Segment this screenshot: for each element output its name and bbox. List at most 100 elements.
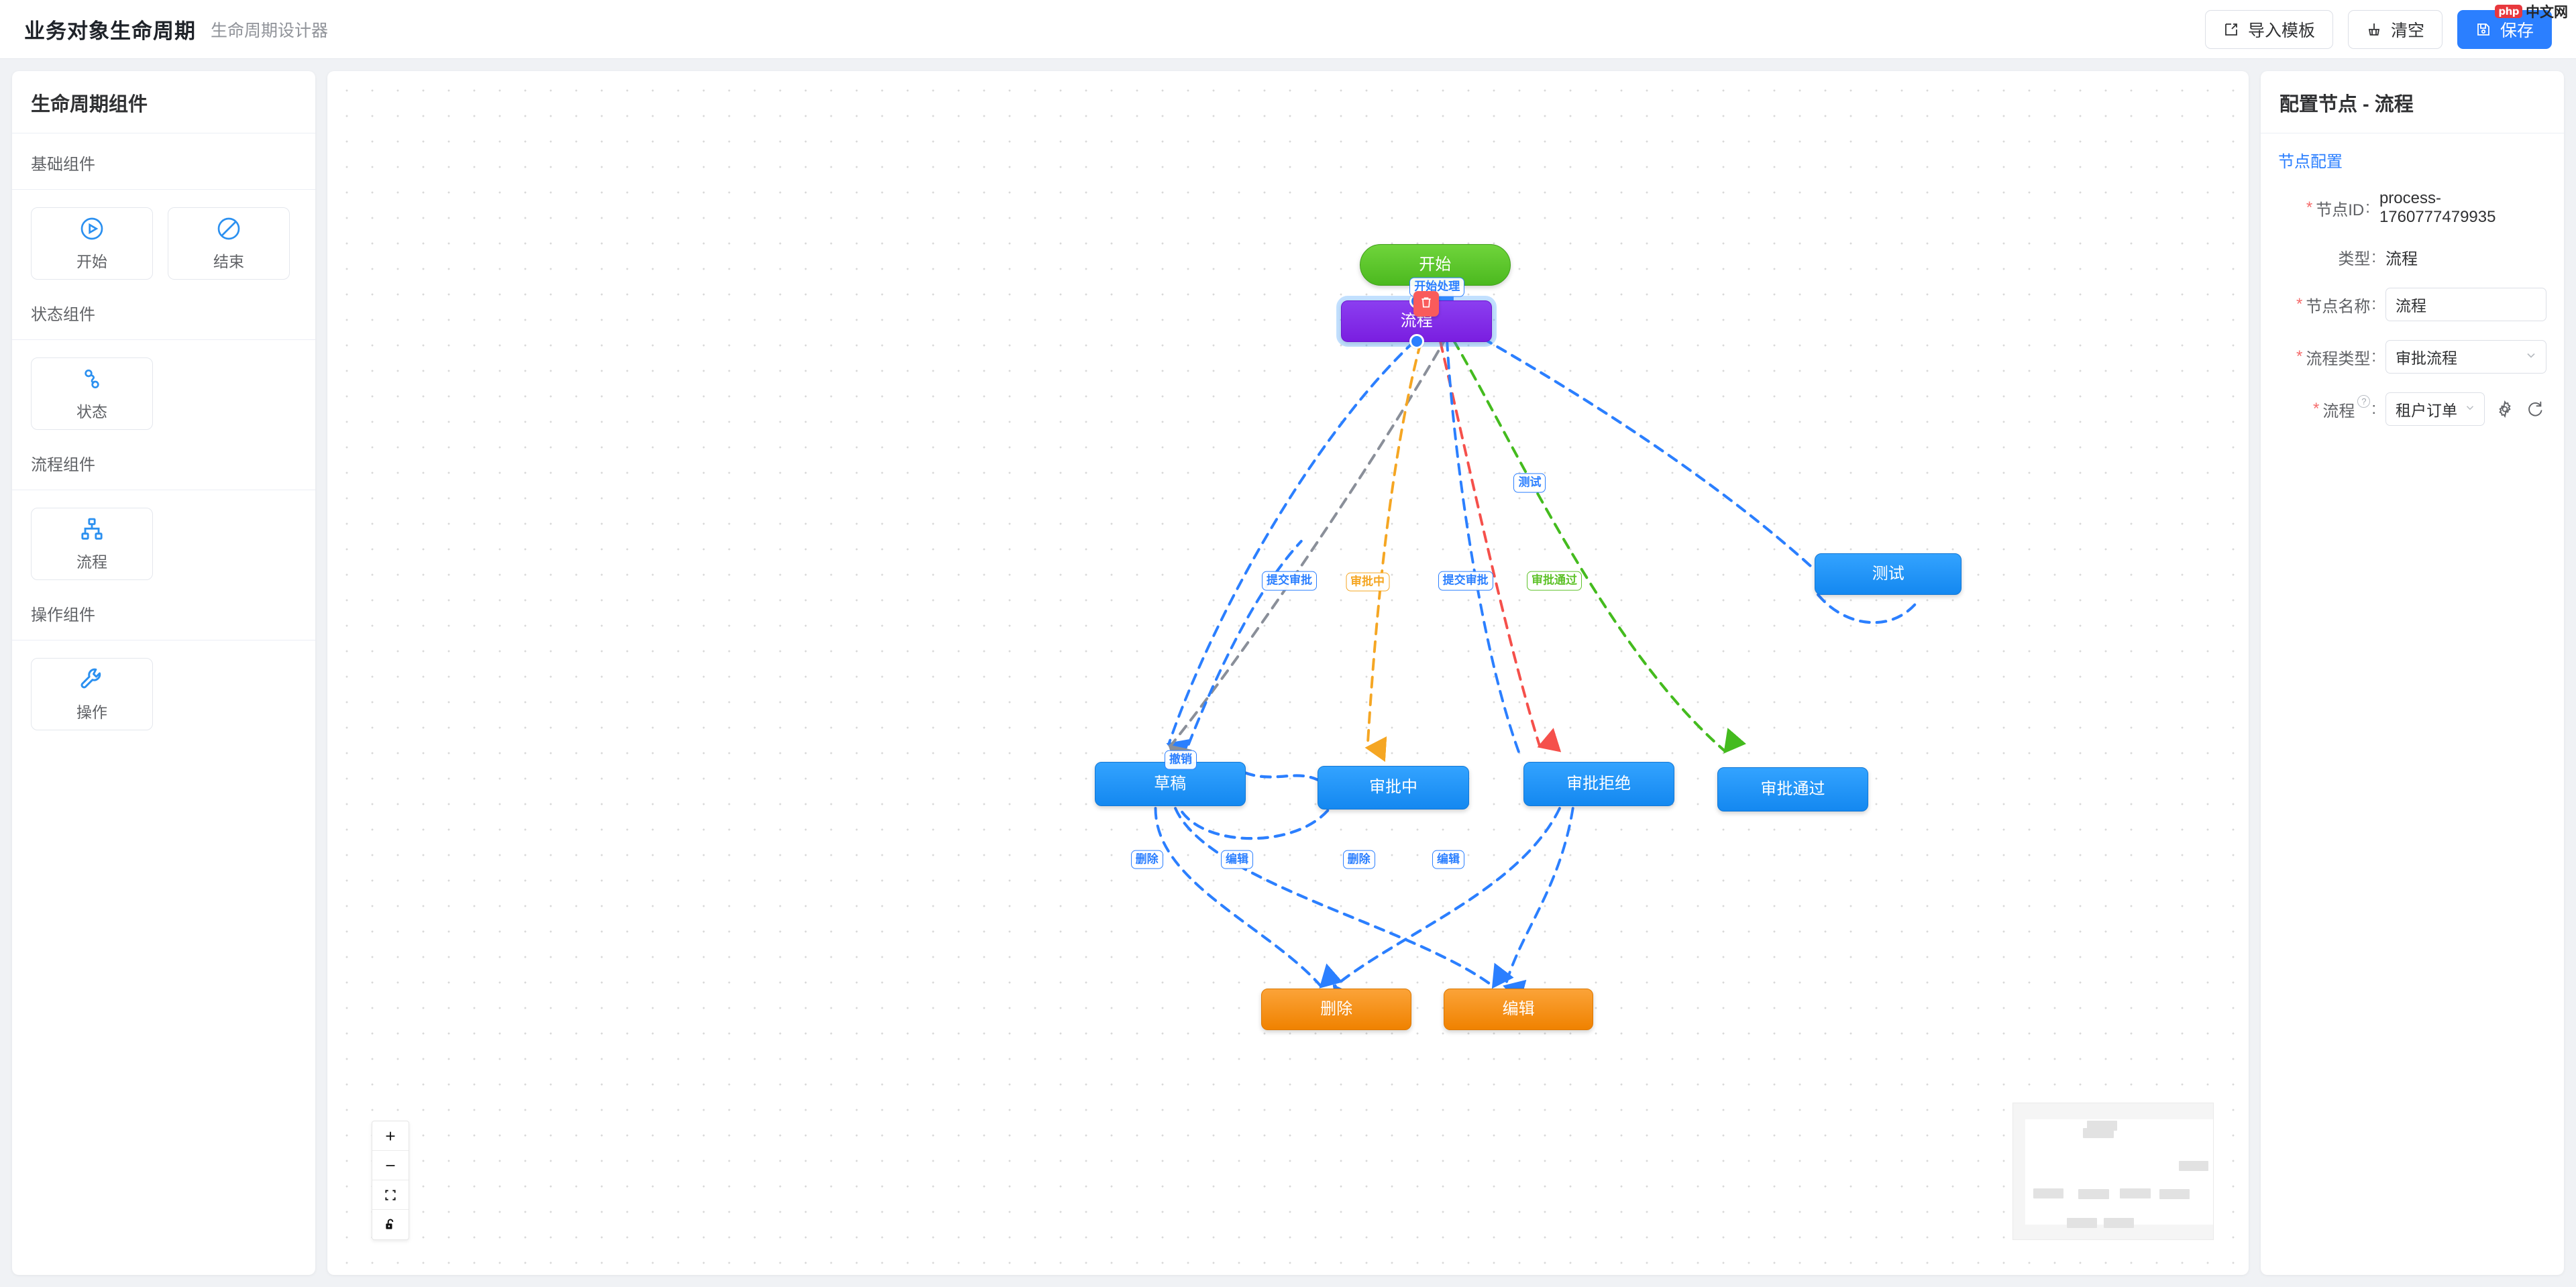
palette-group-title: 操作组件 xyxy=(12,584,315,640)
wrench-icon xyxy=(78,666,105,693)
play-circle-icon xyxy=(78,215,105,242)
edge-label[interactable]: 测试 xyxy=(1513,473,1546,493)
palette-group-items: 流程 xyxy=(12,490,315,584)
minimap-node xyxy=(2033,1188,2064,1198)
flow-row: * 流程 ?: 租户订单 xyxy=(2278,392,2546,426)
palette-item-状态[interactable]: 状态 xyxy=(31,357,153,430)
chevron-down-icon xyxy=(2464,402,2476,417)
flow-select[interactable]: 租户订单 xyxy=(2385,392,2485,426)
flow-graph[interactable]: 开始流程草稿审批中审批拒绝审批通过测试删除编辑 开始处理测试提交审批审批中提交审… xyxy=(327,71,2249,1275)
node-id-label: * 节点ID: xyxy=(2306,199,2370,219)
flow-node-test[interactable]: 测试 xyxy=(1815,553,1962,595)
import-icon xyxy=(2223,21,2239,38)
flow-type-value: 审批流程 xyxy=(2396,349,2457,367)
palette-group-title: 流程组件 xyxy=(12,434,315,490)
clear-button[interactable]: 清空 xyxy=(2347,9,2443,49)
edge-delete-button[interactable] xyxy=(1413,291,1440,317)
watermark-badge: php xyxy=(2495,5,2522,18)
node-config-link[interactable]: 节点配置 xyxy=(2278,153,2343,171)
palette-item-label: 开始 xyxy=(76,253,107,270)
edge-label[interactable]: 删除 xyxy=(1342,850,1375,870)
chevron-down-icon xyxy=(2524,349,2538,366)
edge-label[interactable]: 提交审批 xyxy=(1261,571,1317,591)
required-asterisk: * xyxy=(2312,400,2320,418)
fit-view-button[interactable] xyxy=(372,1180,409,1210)
node-id-row: * 节点ID: process-1760777479935 xyxy=(2278,189,2546,227)
flow-node-delete[interactable]: 删除 xyxy=(1261,989,1411,1030)
palette-item-label: 结束 xyxy=(213,253,244,270)
flow-node-label: 删除 xyxy=(1320,999,1353,1018)
config-panel-title: 配置节点 - 流程 xyxy=(2261,71,2564,133)
stop-circle-icon xyxy=(215,215,242,242)
flow-node-approved[interactable]: 审批通过 xyxy=(1717,767,1869,812)
watermark-text: 中文网 xyxy=(2526,4,2568,20)
node-type-value: 流程 xyxy=(2385,250,2418,268)
workspace: 生命周期组件 基础组件开始结束状态组件状态流程组件流程操作组件操作 xyxy=(0,59,2576,1287)
zoom-in-button[interactable] xyxy=(372,1121,409,1151)
help-icon[interactable]: ? xyxy=(2357,394,2371,408)
edge-label[interactable]: 编辑 xyxy=(1432,850,1464,870)
zoom-out-button[interactable] xyxy=(372,1151,409,1180)
palette-group-items: 开始 结束 xyxy=(12,190,315,284)
palette-item-label: 操作 xyxy=(76,704,107,721)
import-template-label: 导入模板 xyxy=(2247,21,2315,40)
flow-node-pending[interactable]: 审批中 xyxy=(1318,765,1469,810)
edge-label[interactable]: 审批中 xyxy=(1346,572,1389,592)
state-nodes-icon xyxy=(78,366,105,392)
palette-item-开始[interactable]: 开始 xyxy=(31,207,153,280)
minimap[interactable] xyxy=(2012,1103,2214,1240)
top-bar: 业务对象生命周期 生命周期设计器 导入模板 清空 xyxy=(0,0,2576,59)
required-asterisk: * xyxy=(2296,347,2303,366)
minimap-node xyxy=(2083,1127,2114,1138)
edge-label[interactable]: 删除 xyxy=(1130,850,1163,870)
config-form: 节点配置 * 节点ID: process-1760777479935 类型: 流… xyxy=(2261,133,2564,451)
gear-icon[interactable] xyxy=(2496,400,2514,418)
palette-groups: 基础组件开始 结束状态组件状态流程组件流程操作组件操作 xyxy=(12,133,315,748)
minimap-viewport[interactable] xyxy=(2025,1119,2213,1228)
clear-label: 清空 xyxy=(2390,21,2424,40)
refresh-icon[interactable] xyxy=(2525,400,2544,418)
import-template-button[interactable]: 导入模板 xyxy=(2204,9,2333,49)
edge-label[interactable]: 审批通过 xyxy=(1527,571,1582,591)
save-button[interactable]: 保存 xyxy=(2457,9,2552,49)
flow-node-label: 草稿 xyxy=(1154,775,1187,793)
flow-node-edit[interactable]: 编辑 xyxy=(1444,989,1594,1030)
page-title: 业务对象生命周期 xyxy=(24,19,196,43)
palette-item-label: 状态 xyxy=(76,403,107,421)
palette-title: 生命周期组件 xyxy=(12,71,315,133)
node-name-label: * 节点名称: xyxy=(2296,295,2376,316)
save-icon xyxy=(2475,21,2491,38)
flow-node-label: 审批拒绝 xyxy=(1566,775,1631,793)
node-id-value: process-1760777479935 xyxy=(2379,189,2496,226)
flow-type-label: * 流程类型: xyxy=(2296,347,2376,368)
flow-type-row: * 流程类型: 审批流程 xyxy=(2278,340,2546,374)
palette-item-操作[interactable]: 操作 xyxy=(31,658,153,730)
minimap-node xyxy=(2159,1188,2190,1199)
trash-icon xyxy=(1419,296,1433,313)
broom-icon xyxy=(2366,21,2382,38)
flow-node-label: 测试 xyxy=(1872,564,1904,583)
lock-button[interactable] xyxy=(372,1210,409,1239)
required-asterisk: * xyxy=(2306,199,2313,217)
flow-node-rejected[interactable]: 审批拒绝 xyxy=(1523,762,1674,807)
edge-label[interactable]: 编辑 xyxy=(1220,850,1253,870)
required-asterisk: * xyxy=(2296,295,2303,313)
flow-type-select[interactable]: 审批流程 xyxy=(2385,340,2546,374)
palette-item-流程[interactable]: 流程 xyxy=(31,508,153,580)
edge-label[interactable]: 提交审批 xyxy=(1438,571,1493,591)
flow-node-label: 编辑 xyxy=(1502,999,1535,1018)
flow-value: 租户订单 xyxy=(2396,402,2457,419)
node-name-input[interactable]: 流程 xyxy=(2385,288,2546,321)
edge-label[interactable]: 撤销 xyxy=(1165,750,1197,770)
node-type-row: 类型: 流程 xyxy=(2278,245,2546,269)
palette-item-label: 流程 xyxy=(76,553,107,571)
minimap-node xyxy=(2104,1217,2135,1228)
node-config-panel: 配置节点 - 流程 节点配置 * 节点ID: process-176077747… xyxy=(2261,71,2564,1275)
flow-canvas[interactable]: 开始流程草稿审批中审批拒绝审批通过测试删除编辑 开始处理测试提交审批审批中提交审… xyxy=(327,71,2249,1275)
flow-node-label: 审批通过 xyxy=(1760,779,1825,798)
node-handle-bottom[interactable] xyxy=(1409,333,1424,349)
palette-item-结束[interactable]: 结束 xyxy=(168,207,290,280)
zoom-controls[interactable] xyxy=(372,1121,409,1240)
palette-group-title: 状态组件 xyxy=(12,284,315,340)
palette-group-title: 基础组件 xyxy=(12,133,315,190)
